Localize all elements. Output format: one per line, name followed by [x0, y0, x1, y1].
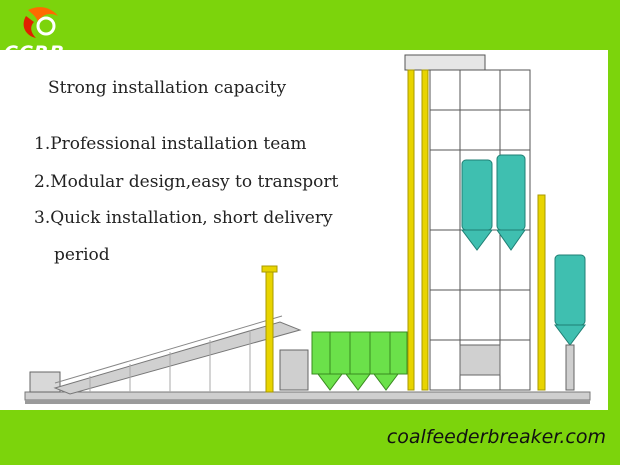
flame-gear-logo-icon	[6, 2, 76, 62]
section-heading: Strong installation capacity	[48, 78, 287, 98]
right-green-band	[608, 0, 620, 465]
feature-3: 3.Quick installation, short delivery	[34, 208, 333, 228]
top-green-band	[0, 0, 620, 50]
bottom-green-band	[0, 410, 620, 465]
feature-2: 2.Modular design,easy to transport	[34, 172, 339, 192]
feature-1: 1.Professional installation team	[34, 134, 307, 154]
feature-3-continued: period	[54, 245, 110, 265]
logo-text: CCRB	[4, 42, 65, 64]
website-link[interactable]: coalfeederbreaker.com	[386, 426, 606, 448]
